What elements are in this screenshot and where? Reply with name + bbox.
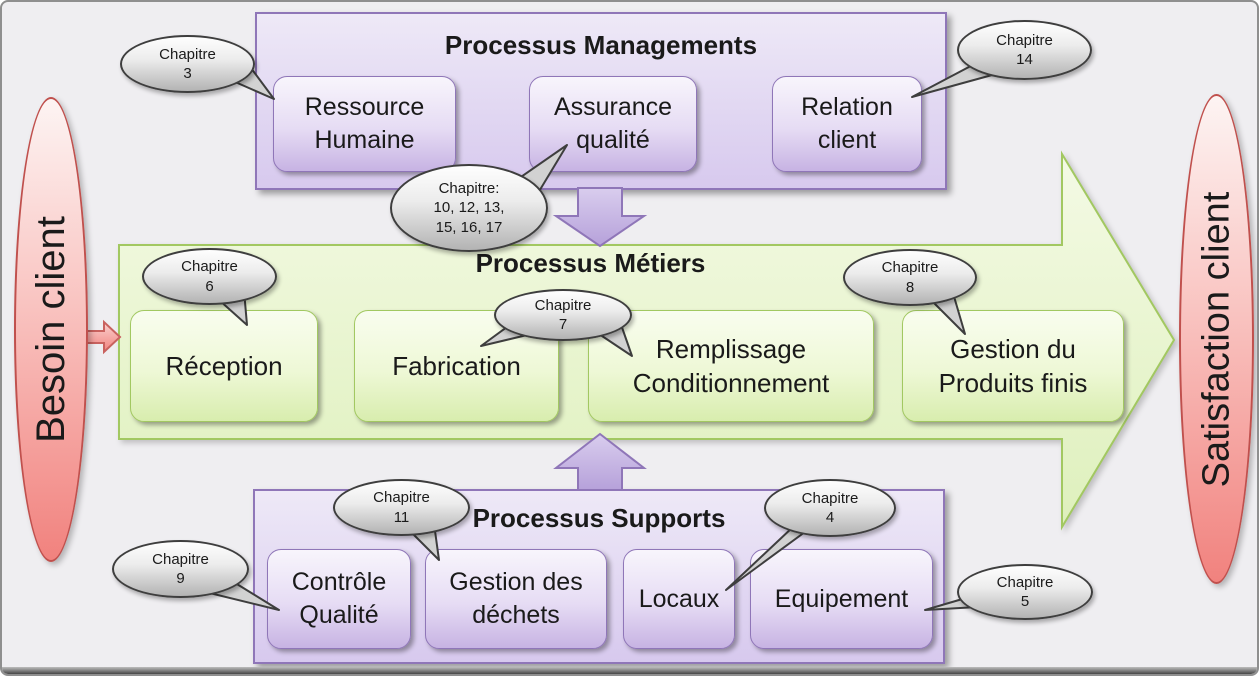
box-gestion-dechets: Gestion des déchets xyxy=(425,549,607,649)
callout-line: Chapitre xyxy=(996,573,1054,591)
callout-chapitre-14: Chapitre 14 xyxy=(902,17,1102,107)
box-label: Fabrication xyxy=(392,350,521,381)
callout-line: 6 xyxy=(205,277,214,295)
callout-chapitre-10-17: Chapitre: 10, 12, 13, 15, 16, 17 xyxy=(387,140,582,258)
callout-line: Chapitre xyxy=(801,489,859,507)
box-label: déchets xyxy=(472,601,560,629)
box-label: Conditionnement xyxy=(632,368,830,398)
box-label: Remplissage xyxy=(655,333,807,364)
callout-line: Chapitre: xyxy=(438,179,500,197)
callout-line: 7 xyxy=(558,316,568,333)
slide-bottom-edge xyxy=(2,667,1257,674)
box-fabrication: Fabrication xyxy=(354,310,559,422)
callout-line: Chapitre xyxy=(534,296,592,314)
callout-chapitre-4: Chapitre 4 xyxy=(702,476,907,601)
callout-chapitre-6: Chapitre 6 xyxy=(139,245,289,330)
callout-line: 5 xyxy=(1020,593,1030,610)
managements-to-metiers-arrow xyxy=(552,187,648,248)
box-label: qualité xyxy=(576,126,650,154)
box-label: Gestion des xyxy=(449,568,583,596)
callout-line: 9 xyxy=(176,570,185,587)
box-locaux: Locaux xyxy=(623,549,735,649)
callout-chapitre-7: Chapitre 7 xyxy=(472,286,647,364)
box-label: Ressource xyxy=(304,93,425,121)
besoin-input-arrow xyxy=(84,319,122,355)
callout-chapitre-3: Chapitre 3 xyxy=(117,32,287,107)
box-label: client xyxy=(817,126,877,154)
box-label: Equipement xyxy=(774,584,909,613)
callout-line: Chapitre xyxy=(152,550,209,568)
box-ressource-humaine: Ressource Humaine xyxy=(273,76,456,172)
box-label: Contrôle xyxy=(291,568,387,596)
callout-chapitre-8: Chapitre 8 xyxy=(832,246,987,346)
callout-line: Chapitre xyxy=(159,45,216,63)
box-relation-client: Relation client xyxy=(772,76,922,172)
satisfaction-client-capsule: Satisfaction client xyxy=(1179,94,1254,584)
callout-line: 15, 16, 17 xyxy=(435,218,503,236)
managements-panel: Processus Managements Ressource Humaine … xyxy=(255,12,947,190)
box-gestion-produits-finis: Gestion du Produits finis xyxy=(902,310,1124,422)
box-label: Qualité xyxy=(299,601,379,629)
box-label: Assurance xyxy=(553,93,673,121)
callout-line: Chapitre xyxy=(181,258,238,275)
box-equipement: Equipement xyxy=(750,549,933,649)
box-label: Réception xyxy=(165,350,283,381)
metiers-title: Processus Métiers xyxy=(475,248,706,278)
callout-chapitre-9: Chapitre 9 xyxy=(109,537,294,622)
supports-title: Processus Supports xyxy=(472,503,726,533)
callout-line: Chapitre xyxy=(881,259,939,276)
managements-title: Processus Managements xyxy=(444,30,758,60)
box-label: Humaine xyxy=(314,126,415,154)
callout-line: 10, 12, 13, xyxy=(433,199,505,217)
callout-line: Chapitre xyxy=(996,31,1053,49)
box-remplissage-conditionnement: Remplissage Conditionnement xyxy=(588,310,874,422)
besoin-client-capsule: Besoin client xyxy=(14,97,88,562)
callout-chapitre-5: Chapitre 5 xyxy=(917,560,1097,630)
box-label: Produits finis xyxy=(938,368,1088,398)
callout-line: 4 xyxy=(825,509,835,526)
box-label: Relation xyxy=(801,93,893,121)
callout-line: 11 xyxy=(393,508,410,526)
box-reception: Réception xyxy=(130,310,318,422)
callout-chapitre-11: Chapitre 11 xyxy=(330,476,480,568)
supports-to-metiers-arrow xyxy=(553,432,647,491)
callout-line: 14 xyxy=(1016,51,1033,68)
box-label: Gestion du xyxy=(950,333,1076,364)
callout-line: 3 xyxy=(183,65,192,82)
besoin-client-label: Besoin client xyxy=(28,216,73,443)
satisfaction-client-label: Satisfaction client xyxy=(1195,191,1237,487)
callout-line: Chapitre xyxy=(373,489,430,506)
callout-line: 8 xyxy=(905,278,915,296)
box-controle-qualite: Contrôle Qualité xyxy=(267,549,411,649)
box-label: Locaux xyxy=(638,584,720,613)
